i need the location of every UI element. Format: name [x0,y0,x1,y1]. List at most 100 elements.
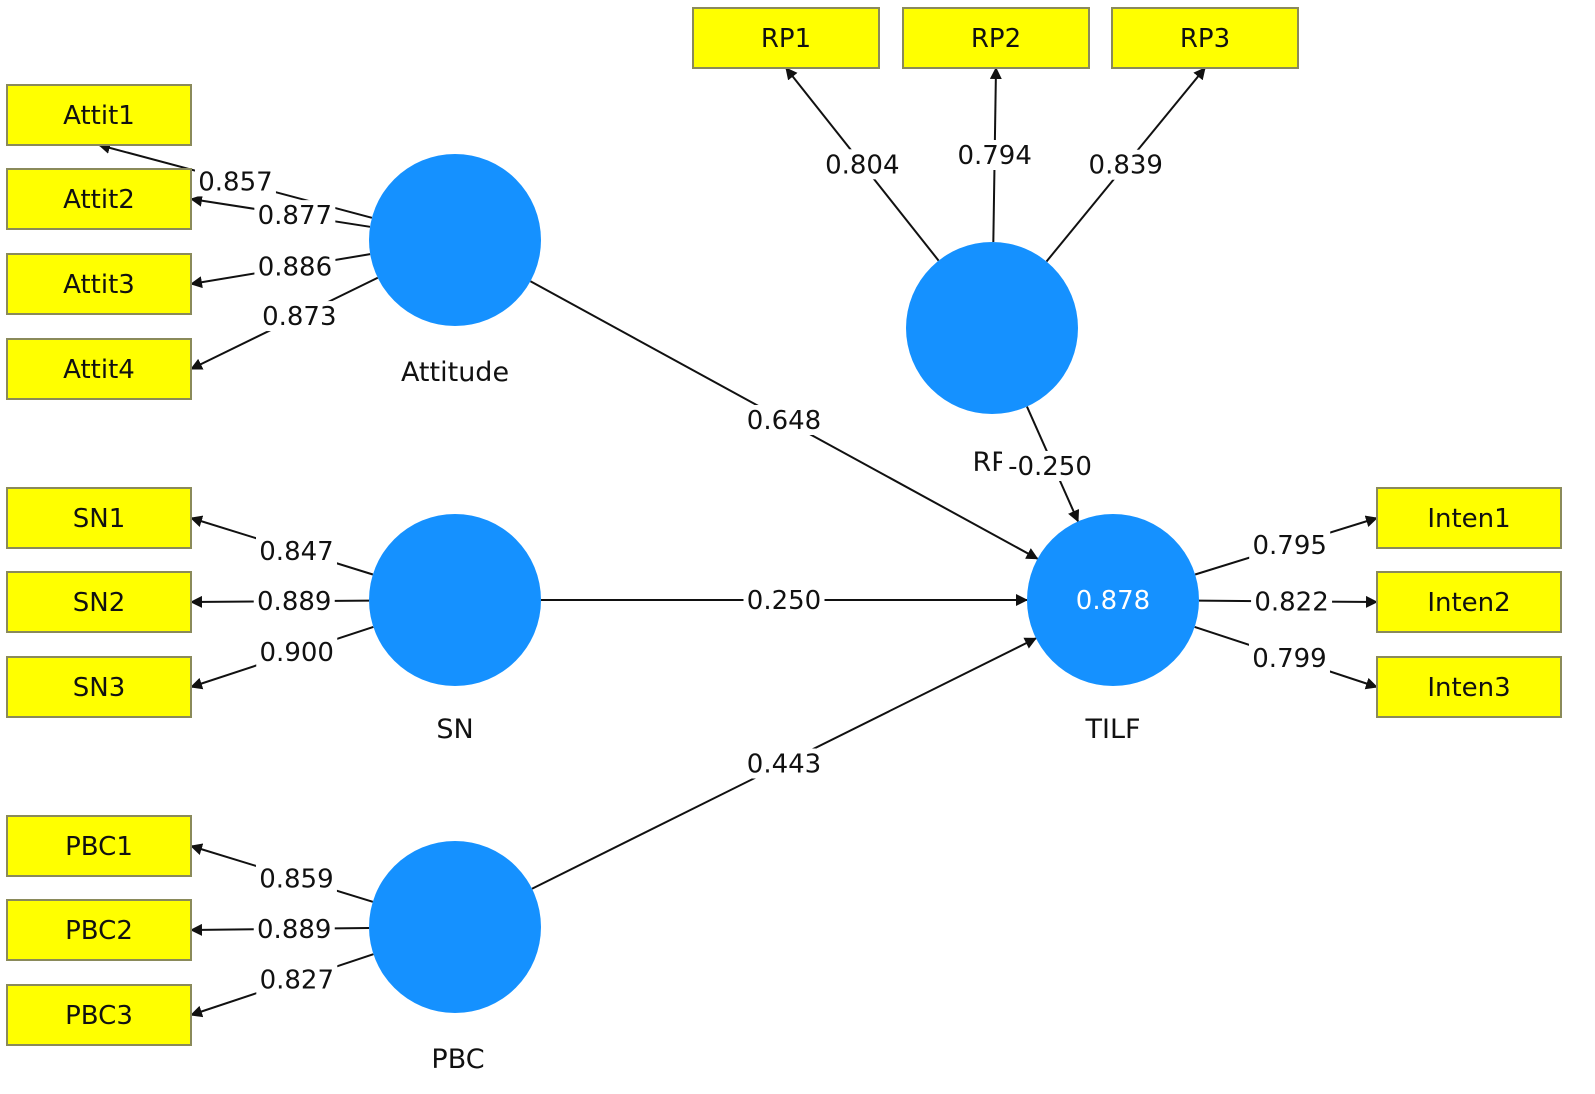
indicator-label: Inten1 [1427,504,1510,534]
indicator-box [6,487,192,549]
latent-variable-name: RP [972,447,1007,478]
latent-variable-name: Attitude [401,357,509,388]
loading-label-inten3: 0.799 [1248,643,1330,674]
indicator-label: SN3 [73,673,126,703]
indicator-inten3[interactable]: Inten3 [1376,656,1562,718]
indicator-label: Attit1 [63,101,135,131]
indicator-inten2[interactable]: Inten2 [1376,571,1562,633]
indicator-box [6,253,192,315]
indicator-box [6,815,192,877]
indicator-box [1376,571,1562,633]
indicator-sn3[interactable]: SN3 [6,656,192,718]
path-coefficient-sn-background [743,585,825,615]
loading-label-inten3-background [1248,643,1330,674]
loading-label-pbc3: 0.827 [256,964,338,996]
latent-variable-pbc[interactable]: PBC [369,841,541,1075]
latent-circle [369,514,541,686]
latent-circle [1027,514,1199,686]
loading-label-attit4-text: 0.873 [262,302,336,332]
indicator-box [6,338,192,400]
indicator-box [6,899,192,961]
indicator-box [902,7,1090,69]
indicator-label: Attit2 [63,185,135,215]
loading-label-attit2-background [254,200,336,231]
path-coefficient-rp-background [1002,451,1098,481]
indicator-label: Attit4 [63,355,135,385]
path-coefficient-attitude-background [743,405,825,435]
loading-label-pbc1: 0.859 [255,863,337,894]
loading-label-pbc2: 0.889 [253,913,335,945]
path-coefficient-attitude-text: 0.648 [747,406,821,436]
loading-label-inten1: 0.795 [1249,530,1331,561]
loading-label-sn2-background [253,586,335,617]
loading-label-sn1-text: 0.847 [259,537,333,567]
loading-label-rp3-text: 0.839 [1089,151,1163,181]
path-coefficient-sn-text: 0.250 [747,586,821,616]
loading-label-pbc2-text: 0.889 [257,915,331,945]
indicator-attit4[interactable]: Attit4 [6,338,192,400]
indicator-pbc3[interactable]: PBC3 [6,984,192,1046]
loading-label-pbc1-text: 0.859 [259,864,333,894]
latent-variable-name: SN [436,714,473,745]
loading-label-pbc3-background [256,964,338,995]
indicator-label: RP3 [1180,24,1230,54]
loading-label-sn1: 0.847 [255,535,337,567]
loading-label-inten3-text: 0.799 [1252,644,1326,674]
path-coefficient-pbc: 0.443 [743,748,825,780]
r-squared-value: 0.878 [1076,586,1150,616]
indicator-rp2[interactable]: RP2 [902,7,1090,69]
indicator-label: PBC1 [65,832,133,862]
indicator-box [1376,487,1562,549]
loading-label-inten2-background [1251,586,1333,617]
latent-variable-rp[interactable]: RP [906,242,1078,478]
loading-label-rp2: 0.794 [954,140,1036,171]
latent-variable-name: PBC [431,1044,484,1075]
loading-label-pbc3-text: 0.827 [260,966,334,996]
indicator-pbc1[interactable]: PBC1 [6,815,192,877]
indicator-inten1[interactable]: Inten1 [1376,487,1562,549]
loading-label-rp2-background [954,140,1036,171]
path-coefficient-attitude: 0.648 [743,405,825,436]
indicator-rp3[interactable]: RP3 [1111,7,1299,69]
indicator-box [6,84,192,146]
loading-label-rp3-background [1085,149,1167,180]
loading-label-attit3-background [254,251,336,282]
loading-label-attit3: 0.886 [254,251,336,283]
loading-label-sn1-background [255,535,337,566]
loading-label-inten2: 0.822 [1251,586,1333,617]
indicator-box [1111,7,1299,69]
indicator-label: RP1 [761,24,811,54]
loading-label-sn3: 0.900 [256,637,338,668]
loading-label-attit4-background [258,301,340,332]
indicator-attit3[interactable]: Attit3 [6,253,192,315]
loading-label-sn2: 0.889 [253,586,335,617]
loading-label-attit1: 0.857 [194,166,276,197]
indicator-box [1376,656,1562,718]
indicator-attit2[interactable]: Attit2 [6,168,192,230]
latent-variable-name: TILF [1084,714,1140,745]
loading-label-sn3-text: 0.900 [260,638,334,668]
indicator-attit1[interactable]: Attit1 [6,84,192,146]
latent-circle [906,242,1078,414]
indicator-sn1[interactable]: SN1 [6,487,192,549]
loading-label-pbc2-background [253,913,335,944]
loading-label-rp1-background [821,149,903,180]
indicator-box [6,984,192,1046]
indicator-pbc2[interactable]: PBC2 [6,899,192,961]
latent-variable-attitude[interactable]: Attitude [369,154,541,388]
indicator-box [692,7,880,69]
loading-label-rp2-text: 0.794 [957,141,1031,171]
latent-circle [369,841,541,1013]
indicator-label: RP2 [971,24,1021,54]
path-coefficient-rp-text: -0.250 [1008,452,1092,482]
loading-label-attit3-text: 0.886 [258,253,332,283]
indicator-sn2[interactable]: SN2 [6,571,192,633]
indicator-rp1[interactable]: RP1 [692,7,880,69]
indicator-label: SN2 [73,588,126,618]
latent-variable-sn[interactable]: SN [369,514,541,745]
indicator-box [6,656,192,718]
indicator-label: SN1 [73,504,126,534]
loading-label-rp3: 0.839 [1085,149,1167,181]
